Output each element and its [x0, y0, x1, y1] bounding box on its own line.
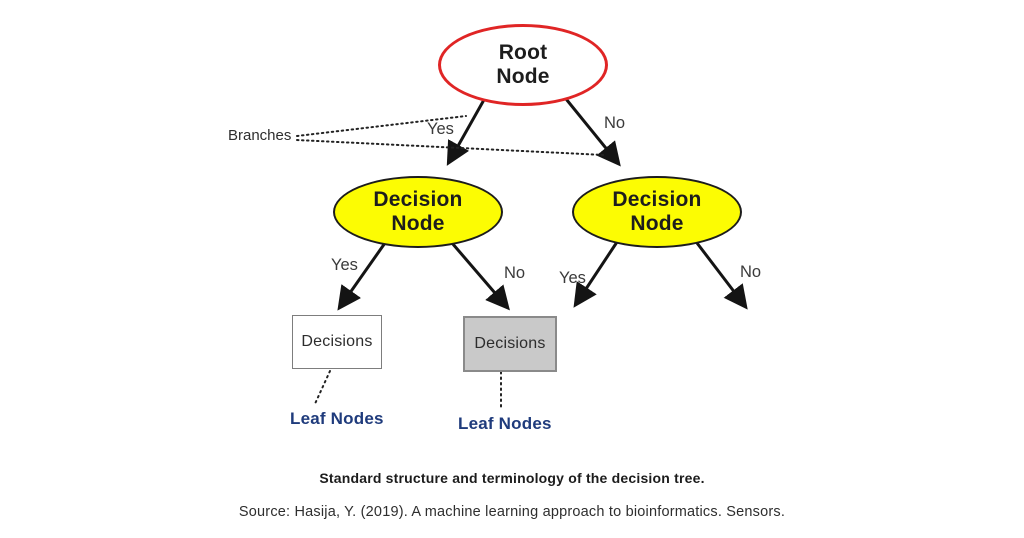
branches-pointer-upper	[296, 115, 467, 137]
edge-right-yes-arrow	[573, 241, 619, 308]
figure-caption: Standard structure and terminology of th…	[319, 470, 705, 486]
figure-source: Source: Hasija, Y. (2019). A machine lea…	[238, 504, 786, 520]
branches-pointer-lower	[296, 139, 605, 156]
edge-label-left-yes: Yes	[331, 256, 358, 274]
leaf-pointer-left	[313, 370, 331, 407]
branches-label: Branches	[228, 127, 292, 144]
edge-root-yes-arrow	[446, 97, 487, 166]
edge-label-root-no: No	[604, 114, 626, 132]
edge-root-no-arrow	[560, 93, 621, 167]
decision-node-right: Decision Node	[572, 176, 742, 248]
edge-label-right-yes: Yes	[559, 269, 586, 287]
edge-right-no-arrow	[695, 242, 748, 310]
leaf-box-right: Decisions	[463, 316, 557, 372]
leaf-nodes-label-left: Leaf Nodes	[290, 409, 384, 428]
decision-node-left: Decision Node	[333, 176, 503, 248]
edge-label-right-no: No	[740, 263, 762, 281]
root-node: Root Node	[438, 24, 608, 106]
edge-label-root-yes: Yes	[427, 120, 454, 138]
leaf-nodes-label-right: Leaf Nodes	[458, 414, 552, 433]
edge-label-left-no: No	[504, 264, 526, 282]
leaf-box-left: Decisions	[292, 315, 382, 369]
edge-left-no-arrow	[450, 242, 510, 311]
edge-left-yes-arrow	[337, 242, 387, 311]
